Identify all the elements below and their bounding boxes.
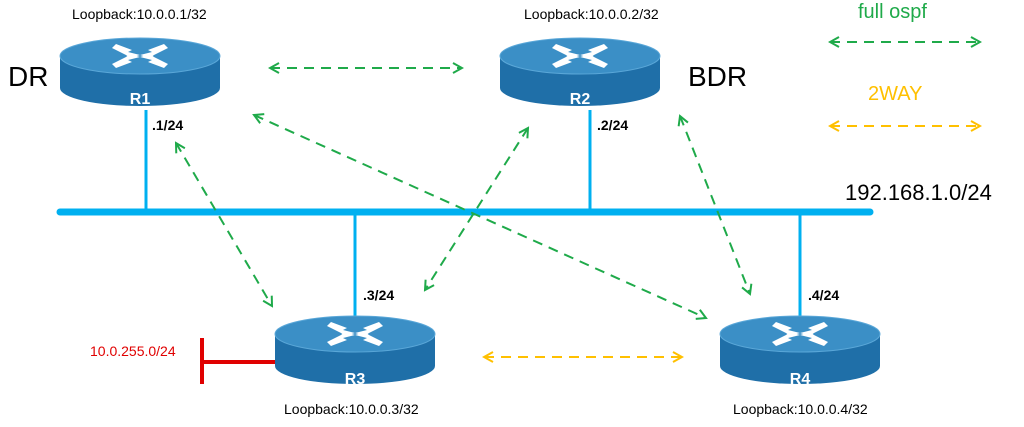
legend-twoway-label: 2WAY xyxy=(868,83,922,105)
adjacency-r2-r3 xyxy=(425,128,528,290)
r3-stub-network-label: 10.0.255.0/24 xyxy=(90,343,176,359)
adjacency-r2-r4 xyxy=(680,116,750,294)
router-r1-name: R1 xyxy=(130,91,151,108)
legend: full ospf 2WAY xyxy=(830,1,980,126)
r1-interface-label: .1/24 xyxy=(152,117,183,133)
router-r2-name: R2 xyxy=(570,91,591,108)
r1-loopback-label: Loopback:10.0.0.1/32 xyxy=(72,6,207,22)
adjacency-r1-r3 xyxy=(176,143,272,306)
router-r1: R1 xyxy=(59,37,221,108)
r3-loopback-label: Loopback:10.0.0.3/32 xyxy=(284,401,419,417)
router-r2: R2 xyxy=(499,37,661,108)
router-r3-name: R3 xyxy=(345,371,366,388)
r2-interface-label: .2/24 xyxy=(597,117,628,133)
legend-full-label: full ospf xyxy=(858,1,927,23)
r3-interface-label: .3/24 xyxy=(363,287,394,303)
adjacency-r1-r4 xyxy=(254,115,706,318)
lan-network-label: 192.168.1.0/24 xyxy=(845,180,992,205)
r2-loopback-label: Loopback:10.0.0.2/32 xyxy=(524,6,659,22)
r1-role-label: DR xyxy=(8,61,48,92)
router-r3: R3 xyxy=(274,315,436,388)
r4-interface-label: .4/24 xyxy=(808,287,839,303)
router-r4-name: R4 xyxy=(790,371,811,388)
router-r4: R4 xyxy=(719,315,881,388)
r2-role-label: BDR xyxy=(688,61,747,92)
r4-loopback-label: Loopback:10.0.0.4/32 xyxy=(733,401,868,417)
